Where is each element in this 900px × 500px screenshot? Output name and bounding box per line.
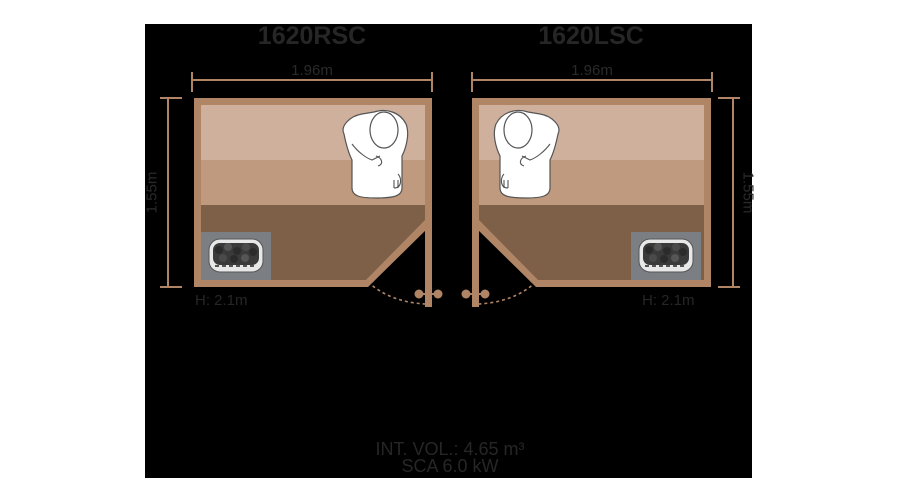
left-depth-label: 1.55m xyxy=(143,171,161,214)
right-plan-title: 1620LSC xyxy=(538,22,644,50)
left-sauna-plan xyxy=(160,72,443,307)
left-width-label: 1.96m xyxy=(291,62,333,79)
right-width-label: 1.96m xyxy=(571,62,613,79)
right-depth-label: 1.55m xyxy=(739,171,757,214)
interior-volume-label: INT. VOL.: 4.65 m³ xyxy=(375,439,525,459)
heater-model-label: SCA 6.0 kW xyxy=(401,456,499,476)
sauna-heater-icon xyxy=(200,231,272,281)
person-top-view-icon xyxy=(493,109,560,199)
right-sauna-plan xyxy=(461,72,740,307)
right-height-label: H: 2.1m xyxy=(642,292,695,309)
left-height-label: H: 2.1m xyxy=(195,292,248,309)
left-plan-title: 1620RSC xyxy=(257,22,367,50)
sauna-heater-icon xyxy=(630,231,702,281)
person-top-view-icon xyxy=(342,109,409,199)
